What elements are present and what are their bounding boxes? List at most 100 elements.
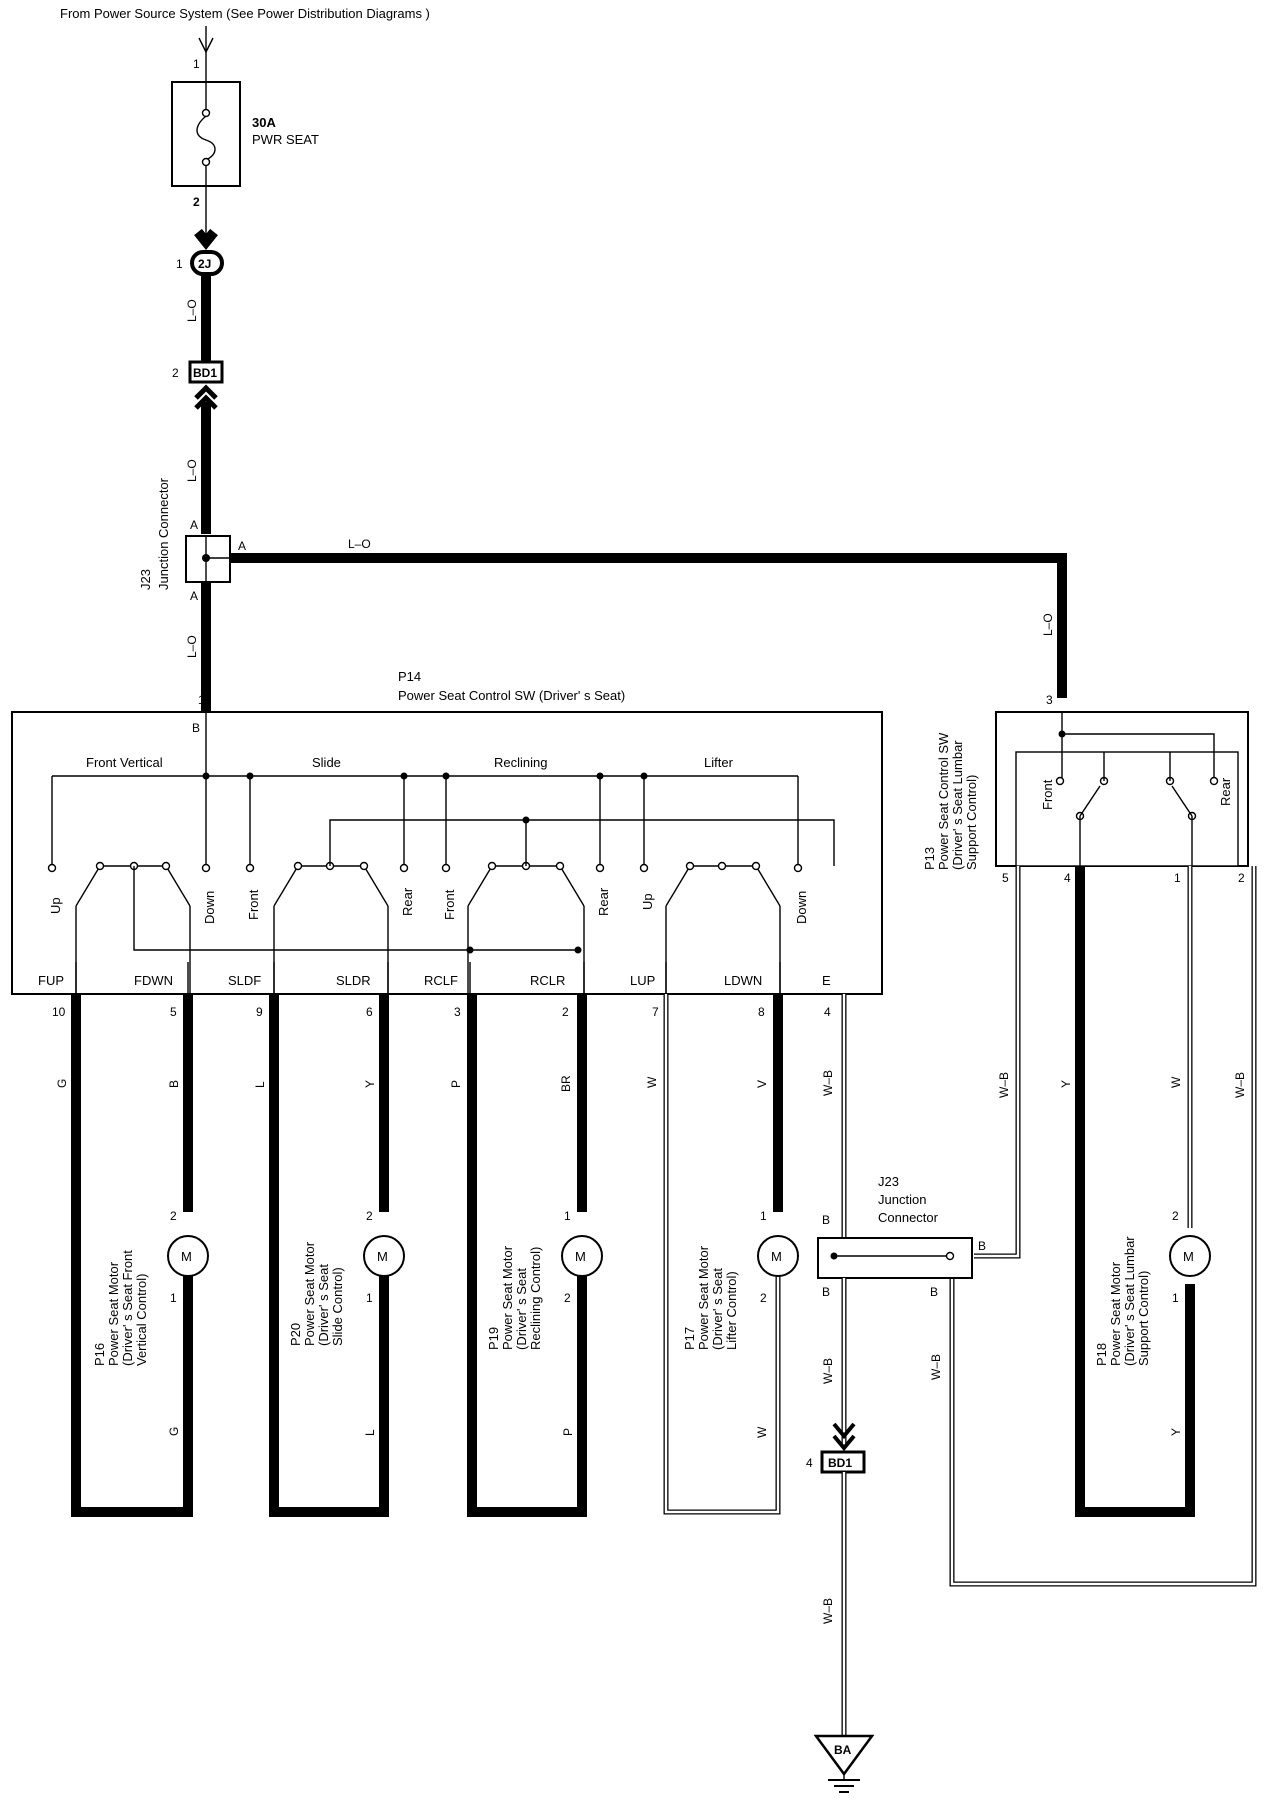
p13-name: Power Seat Control SW (936, 732, 951, 870)
fuse-pin-bottom: 2 (193, 195, 200, 209)
p13-pin-top: 3 (1046, 693, 1053, 707)
source-arrow (198, 37, 214, 54)
motor-p17-pin-top: 1 (760, 1209, 767, 1223)
motor-p18-wire-bottom: Y (1169, 1428, 1183, 1436)
connector-bd1-top-pin: 2 (172, 366, 179, 380)
wire-code-fup: G (55, 1079, 69, 1088)
p14-id: P14 (398, 669, 421, 684)
p14-group-slide: Slide (312, 755, 341, 770)
p14-fixed-contacts (47, 863, 803, 873)
p14-pin-fup: 10 (52, 1005, 66, 1019)
motor-p16 (167, 1235, 209, 1277)
wire-code-lo-2: L–O (185, 459, 199, 482)
p14-term-sldf: SLDF (228, 973, 261, 988)
wire-code-j23-bd1: W–B (821, 1358, 835, 1384)
power-source-label: From Power Source System (See Power Dist… (60, 6, 430, 21)
wire-code-sldf: L (253, 1081, 267, 1088)
p14-group-lifter: Lifter (704, 755, 734, 770)
p14-pin-1: 1 (198, 693, 205, 707)
motor-p20-symbol: M (377, 1249, 388, 1264)
p14-term-sldr: SLDR (336, 973, 371, 988)
motor-p19 (561, 1235, 603, 1277)
j23-bottom-pin-tl: B (822, 1213, 830, 1227)
pin-arrow-2j (194, 228, 218, 251)
motor-p17-desc2: Lifter Control) (724, 1271, 739, 1350)
j23-bottom-pin-right: B (978, 1239, 986, 1253)
motor-p19-desc1: (Driver' s Seat (514, 1268, 529, 1350)
motor-p17-pin-bottom: 2 (760, 1291, 767, 1305)
p14-pos-recl-rear: Rear (596, 887, 611, 916)
motor-loop-p17 (663, 994, 783, 1515)
p14-term-e: E (822, 973, 831, 988)
p13-pin-1: 1 (1174, 871, 1181, 885)
fuse-rating: 30A (252, 115, 276, 130)
p14-pos-slide-front: Front (246, 889, 261, 920)
p14-term-ldwn: LDWN (724, 973, 762, 988)
wire-p13-pin2 (949, 866, 1257, 1587)
motor-p20-pin-top: 2 (366, 1209, 373, 1223)
p13-front-label: Front (1040, 779, 1055, 810)
motor-p18 (1169, 1235, 1211, 1277)
j23-bottom-line1: Junction (878, 1192, 926, 1207)
motor-p16-desc1: (Driver' s Seat Front (120, 1250, 135, 1366)
motor-p16-desc2: Vertical Control) (134, 1274, 149, 1366)
wire-code-fdwn: B (167, 1080, 181, 1088)
p14-terminal-labels (75, 962, 781, 994)
wire-code-rclr: BR (559, 1075, 573, 1092)
motor-p20-name: Power Seat Motor (302, 1241, 317, 1346)
wire-lo-branch (230, 553, 1067, 698)
connector-bd1-bottom-id: BD1 (828, 1456, 852, 1470)
p14-term-fdwn: FDWN (134, 973, 173, 988)
motor-p19-symbol: M (575, 1249, 586, 1264)
p14-pin-rclf: 3 (454, 1005, 461, 1019)
motor-p17-desc1: (Driver' s Seat (710, 1268, 725, 1350)
motor-p16-pin-bottom: 1 (170, 1291, 177, 1305)
motor-p17 (757, 1235, 799, 1277)
motor-loop-p16 (71, 994, 193, 1517)
junction-j23-bottom-internal (830, 1251, 955, 1261)
wire-code-lo-1: L–O (185, 299, 199, 322)
p14-pos-lifter-up: Up (640, 893, 655, 910)
wire-code-lo-3: L–O (185, 635, 199, 658)
p14-group-reclining: Reclining (494, 755, 547, 770)
motor-loop-p18 (1075, 866, 1195, 1517)
connector-2j-id: 2J (198, 257, 211, 271)
motor-p19-wire-bottom: P (561, 1428, 575, 1436)
motor-p18-desc2: Support Control) (1136, 1271, 1151, 1366)
j23-bottom-pin-br: B (930, 1285, 938, 1299)
p14-pin-lup: 7 (652, 1005, 659, 1019)
p14-term-rclf: RCLF (424, 973, 458, 988)
j23-bottom-line2: Connector (878, 1210, 939, 1225)
motor-p19-pin-bottom: 2 (564, 1291, 571, 1305)
p14-name: Power Seat Control SW (Driver' s Seat) (398, 688, 625, 703)
p14-pos-slide-rear: Rear (400, 887, 415, 916)
j23-top-pin-a2: A (238, 539, 246, 553)
motor-p20-desc2: Slide Control) (330, 1267, 345, 1346)
fuse-name: PWR SEAT (252, 132, 319, 147)
p14-term-fup: FUP (38, 973, 64, 988)
wire-code-e: W–B (821, 1070, 835, 1096)
motor-p19-desc2: Reclining Control) (528, 1247, 543, 1350)
j23-top-pin-a1: A (190, 518, 198, 532)
motor-p18-symbol: M (1183, 1249, 1194, 1264)
motor-p18-name: Power Seat Motor (1108, 1261, 1123, 1366)
double-arrow-bd1-bottom (832, 1422, 856, 1452)
wire-code-rclf: P (449, 1080, 463, 1088)
p14-pos-recl-front: Front (442, 889, 457, 920)
p14-pos-fv-up: Up (48, 897, 63, 914)
j23-bottom-pin-bl: B (822, 1285, 830, 1299)
motor-loop-p20 (269, 994, 389, 1517)
motor-p20-wire-bottom: L (363, 1429, 377, 1436)
p13-pin-2: 2 (1238, 871, 1245, 885)
motor-p17-id: P17 (682, 1327, 697, 1350)
j23-top-id: J23 (138, 569, 153, 590)
motor-p16-symbol: M (181, 1249, 192, 1264)
wire-code-p13-2: W–B (1233, 1072, 1247, 1098)
p14-pin-rclr: 2 (562, 1005, 569, 1019)
double-arrow-bd1-top (194, 384, 218, 410)
fuse-30a (171, 81, 241, 187)
j23-top-pin-a3: A (190, 589, 198, 603)
motor-p16-pin-top: 2 (170, 1209, 177, 1223)
p14-term-rclr: RCLR (530, 973, 565, 988)
